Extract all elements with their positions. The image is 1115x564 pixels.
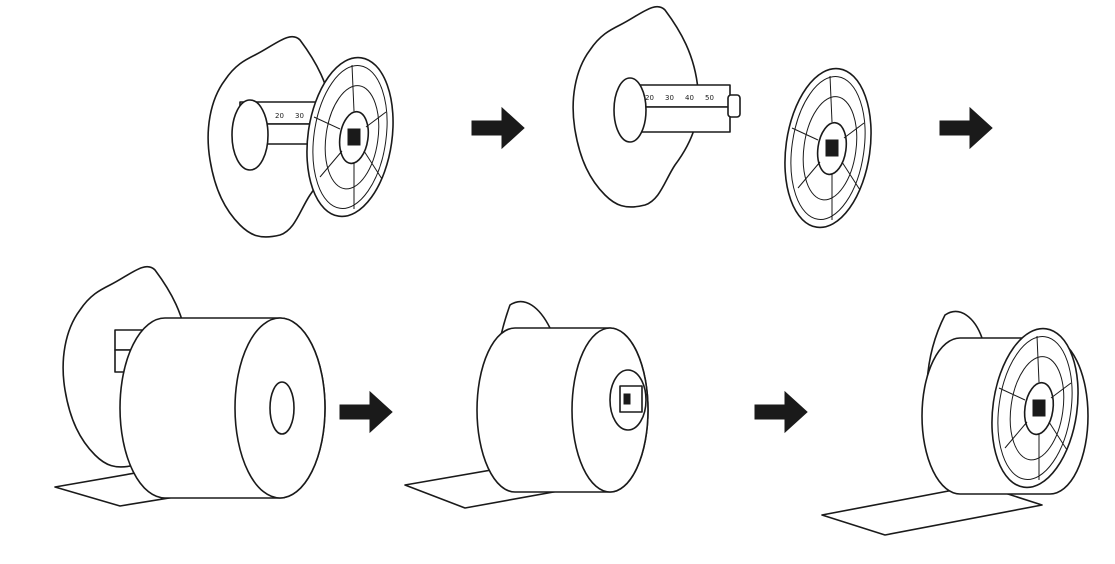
scale-mark-30: 30 (295, 112, 304, 120)
step-5-flange-reattached (821, 310, 1089, 536)
long-scale-20: 20 (645, 94, 654, 102)
step-3-roll-beside-holder (54, 265, 326, 507)
arrow-3 (339, 391, 393, 433)
step-2-disassembled-holder: 10 20 30 40 50 (572, 5, 741, 208)
scale-mark-20: 20 (275, 112, 284, 120)
step-1-assembled-holder: 10 20 30 (207, 35, 404, 238)
arrow-4 (754, 391, 808, 433)
long-scale-30: 30 (665, 94, 674, 102)
arrow-1 (471, 107, 525, 149)
long-scale-50: 50 (705, 94, 714, 102)
arrow-2 (939, 107, 993, 149)
long-scale-40: 40 (685, 94, 694, 102)
step-4-roll-mounted (404, 300, 649, 509)
step-2-detached-flange (774, 62, 882, 234)
